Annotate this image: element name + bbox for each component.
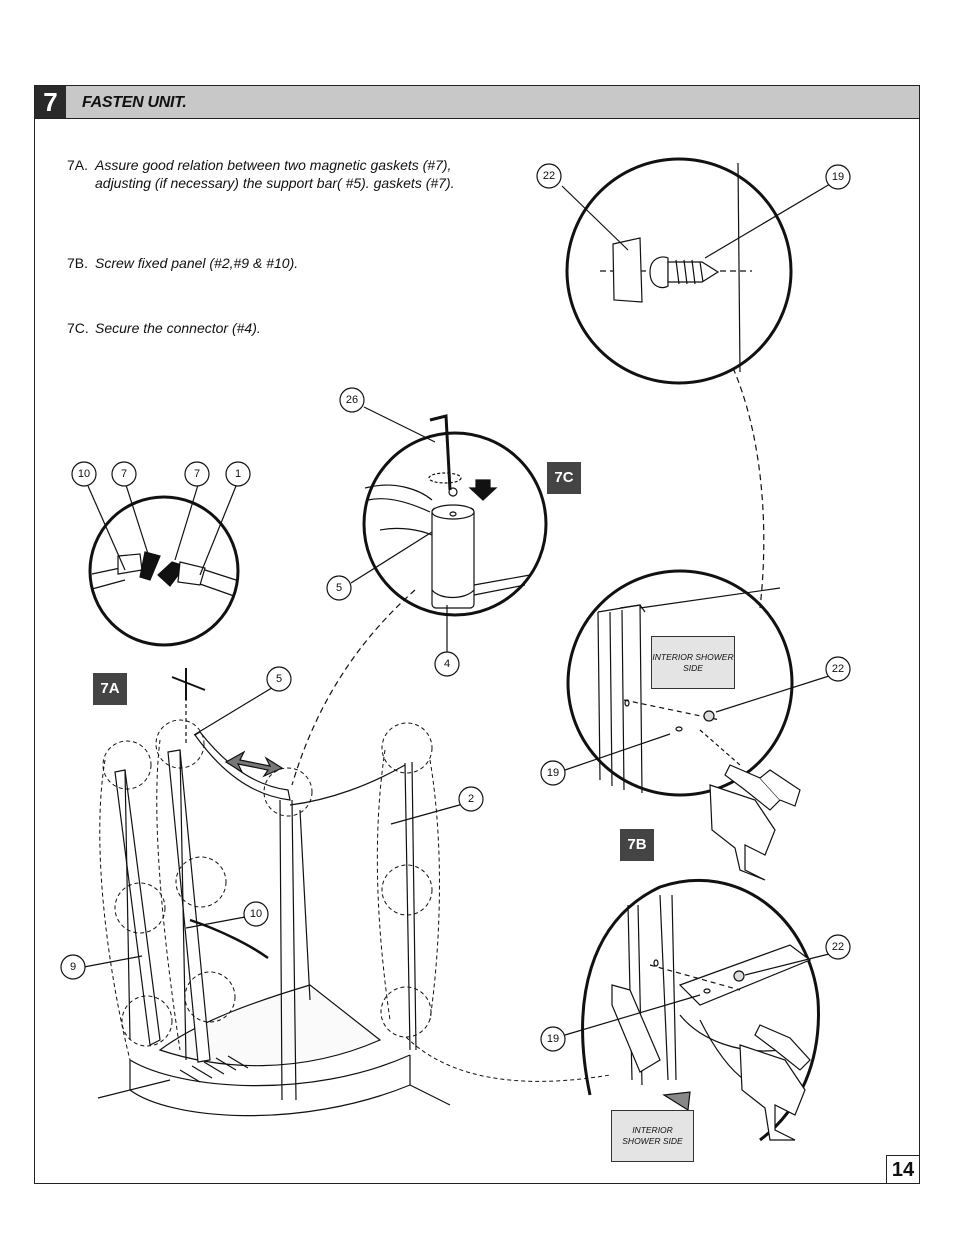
instruction-7a: 7A. Assure good relation between two magn… — [67, 156, 477, 192]
instruction-text: Assure good relation between two magneti… — [95, 157, 455, 191]
gasket-detail — [87, 484, 240, 647]
instruction-text: Secure the connector (#4). — [95, 320, 261, 336]
instruction-7c: 7C. Secure the connector (#4). — [67, 319, 261, 337]
detail-tag-7c: 7C — [547, 462, 581, 494]
interior-side-label: INTERIOR SHOWER SIDE — [611, 1110, 694, 1162]
panel-screw-detail-lower — [564, 878, 830, 1142]
detail-tag-7b: 7B — [620, 829, 654, 861]
callout-5: 5 — [276, 673, 282, 685]
callout-7: 7 — [121, 468, 127, 480]
step-number: 7 — [35, 86, 66, 118]
callout-19: 19 — [547, 767, 559, 779]
callout-4: 4 — [444, 658, 450, 670]
callout-10: 10 — [78, 468, 90, 480]
instruction-text: Screw fixed panel (#2,#9 & #10). — [95, 255, 299, 271]
shower-enclosure — [83, 668, 611, 1117]
callout-5: 5 — [336, 582, 342, 594]
callout-19: 19 — [547, 1033, 559, 1045]
screw-cap-detail — [561, 157, 831, 609]
callout-22: 22 — [832, 941, 844, 953]
instruction-label: 7A. — [67, 157, 89, 173]
callout-22: 22 — [832, 663, 844, 675]
page-number: 14 — [886, 1155, 920, 1184]
step-title: FASTEN UNIT. — [82, 94, 187, 111]
detail-tag-7a: 7A — [93, 673, 127, 705]
panel-screw-detail-upper — [564, 569, 830, 881]
interior-side-label: INTERIOR SHOWER SIDE — [651, 636, 735, 689]
callout-22: 22 — [543, 170, 555, 182]
callout-1: 1 — [235, 468, 241, 480]
callout-10: 10 — [250, 908, 262, 920]
callout-2: 2 — [468, 793, 474, 805]
instruction-7b: 7B. Screw fixed panel (#2,#9 & #10). — [67, 254, 298, 272]
callout-9: 9 — [70, 961, 76, 973]
instruction-label: 7C. — [67, 320, 89, 336]
connector-detail — [291, 406, 548, 786]
step-header — [34, 85, 920, 119]
instruction-label: 7B. — [67, 255, 89, 271]
callout-7: 7 — [194, 468, 200, 480]
callout-19: 19 — [832, 171, 844, 183]
callout-26: 26 — [346, 394, 358, 406]
